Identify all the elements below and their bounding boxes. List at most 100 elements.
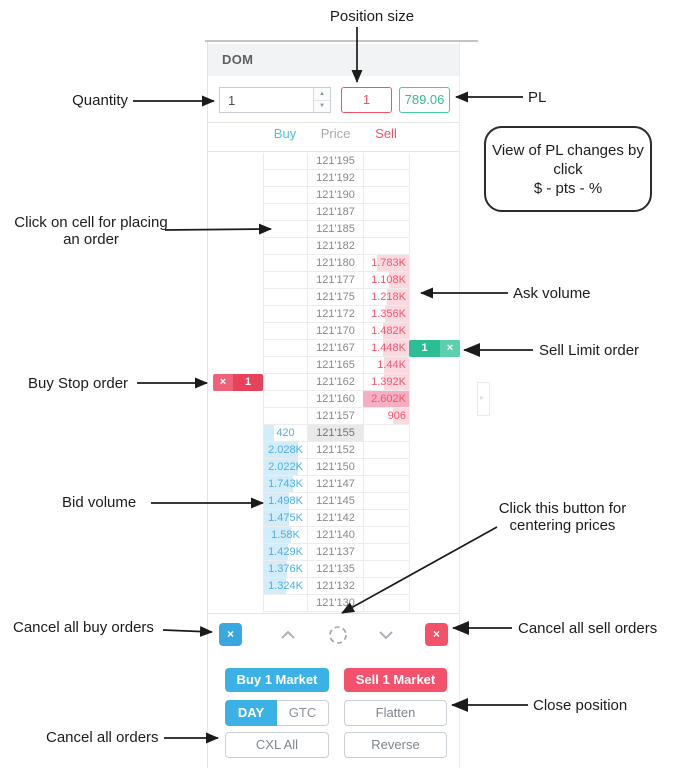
quantity-up-icon[interactable]: ▲ xyxy=(314,88,330,101)
price-cell[interactable]: 121'130 xyxy=(308,595,364,611)
ask-cell[interactable] xyxy=(364,476,410,492)
bid-cell[interactable] xyxy=(264,255,308,271)
cancel-all-buy-orders-button[interactable]: × xyxy=(219,623,242,646)
bid-cell[interactable]: 1.429K xyxy=(264,544,308,560)
ask-cell[interactable] xyxy=(364,153,410,169)
bid-cell[interactable]: 1.743K xyxy=(264,476,308,492)
price-cell[interactable]: 121'142 xyxy=(308,510,364,526)
ask-cell[interactable] xyxy=(364,221,410,237)
ask-cell[interactable] xyxy=(364,187,410,203)
ask-cell[interactable] xyxy=(364,238,410,254)
bid-cell[interactable] xyxy=(264,408,308,424)
bid-cell[interactable]: 2.022K xyxy=(264,459,308,475)
bid-cell[interactable] xyxy=(264,238,308,254)
price-cell[interactable]: 121'167 xyxy=(308,340,364,356)
bid-cell[interactable] xyxy=(264,187,308,203)
ask-cell[interactable] xyxy=(364,544,410,560)
price-cell[interactable]: 121'145 xyxy=(308,493,364,509)
price-cell[interactable]: 121'195 xyxy=(308,153,364,169)
bid-cell[interactable] xyxy=(264,374,308,390)
ask-cell[interactable]: 1.448K xyxy=(364,340,410,356)
cancel-order-icon[interactable]: × xyxy=(213,374,233,391)
quantity-field[interactable]: ▲ ▼ xyxy=(219,87,331,113)
bid-cell[interactable] xyxy=(264,323,308,339)
bid-cell[interactable] xyxy=(264,595,308,611)
ask-cell[interactable]: 1.44K xyxy=(364,357,410,373)
price-cell[interactable]: 121'132 xyxy=(308,578,364,594)
price-cell[interactable]: 121'182 xyxy=(308,238,364,254)
bid-cell[interactable] xyxy=(264,357,308,373)
ask-cell[interactable] xyxy=(364,527,410,543)
bid-cell[interactable] xyxy=(264,170,308,186)
price-cell[interactable]: 121'180 xyxy=(308,255,364,271)
price-cell[interactable]: 121'140 xyxy=(308,527,364,543)
price-cell[interactable]: 121'152 xyxy=(308,442,364,458)
ask-cell[interactable] xyxy=(364,578,410,594)
price-cell[interactable]: 121'147 xyxy=(308,476,364,492)
pl-value[interactable]: 789.06 xyxy=(399,87,450,113)
price-cell[interactable]: 121'190 xyxy=(308,187,364,203)
ask-cell[interactable] xyxy=(364,510,410,526)
bid-cell[interactable]: 1.475K xyxy=(264,510,308,526)
cancel-all-sell-orders-button[interactable]: × xyxy=(425,623,448,646)
bid-cell[interactable] xyxy=(264,340,308,356)
ask-cell[interactable]: 1.783K xyxy=(364,255,410,271)
price-cell[interactable]: 121'162 xyxy=(308,374,364,390)
tif-gtc-button[interactable]: GTC xyxy=(277,700,329,726)
bid-cell[interactable] xyxy=(264,272,308,288)
price-cell[interactable]: 121'177 xyxy=(308,272,364,288)
bid-cell[interactable] xyxy=(264,204,308,220)
ask-cell[interactable]: 2.602K xyxy=(363,391,410,407)
bid-cell[interactable] xyxy=(264,221,308,237)
center-prices-button[interactable] xyxy=(327,624,349,646)
price-cell[interactable]: 121'135 xyxy=(308,561,364,577)
bid-cell[interactable]: 1.498K xyxy=(264,493,308,509)
bid-cell[interactable]: 420 xyxy=(264,425,308,441)
quantity-down-icon[interactable]: ▼ xyxy=(314,100,330,112)
price-cell[interactable]: 121'137 xyxy=(308,544,364,560)
price-cell[interactable]: 121'160 xyxy=(308,391,364,407)
price-cell[interactable]: 121'175 xyxy=(308,289,364,305)
quantity-stepper[interactable]: ▲ ▼ xyxy=(313,88,330,112)
price-cell[interactable]: 121'192 xyxy=(308,170,364,186)
bid-cell[interactable] xyxy=(264,391,308,407)
sell-market-button[interactable]: Sell 1 Market xyxy=(344,668,447,692)
price-cell[interactable]: 121'157 xyxy=(308,408,364,424)
bid-cell[interactable]: 1.324K xyxy=(264,578,308,594)
buy-stop-order-marker[interactable]: ×1 xyxy=(213,374,263,391)
ask-cell[interactable]: 906 xyxy=(364,408,410,424)
bid-cell[interactable] xyxy=(264,153,308,169)
reverse-button[interactable]: Reverse xyxy=(344,732,447,758)
bid-cell[interactable]: 1.376K xyxy=(264,561,308,577)
ask-cell[interactable] xyxy=(364,459,410,475)
ask-cell[interactable]: 1.392K xyxy=(364,374,410,390)
cancel-order-icon[interactable]: × xyxy=(440,340,460,357)
ask-cell[interactable] xyxy=(364,595,410,611)
ask-cell[interactable] xyxy=(364,442,410,458)
quantity-input[interactable] xyxy=(220,88,313,112)
ask-cell[interactable] xyxy=(364,204,410,220)
buy-market-button[interactable]: Buy 1 Market xyxy=(225,668,329,692)
ask-cell[interactable] xyxy=(364,493,410,509)
tif-day-button[interactable]: DAY xyxy=(225,700,277,726)
bid-cell[interactable]: 2.028K xyxy=(264,442,308,458)
bid-cell[interactable] xyxy=(264,306,308,322)
sell-limit-order-marker[interactable]: 1× xyxy=(409,340,460,357)
price-cell[interactable]: 121'165 xyxy=(308,357,364,373)
scroll-up-icon[interactable] xyxy=(280,628,296,640)
flatten-button[interactable]: Flatten xyxy=(344,700,447,726)
ask-cell[interactable]: 1.218K xyxy=(364,289,410,305)
price-cell[interactable]: 121'150 xyxy=(308,459,364,475)
price-cell[interactable]: 121'185 xyxy=(308,221,364,237)
ask-cell[interactable]: 1.482K xyxy=(364,323,410,339)
ask-cell[interactable] xyxy=(364,170,410,186)
bid-cell[interactable]: 1.58K xyxy=(264,527,308,543)
ask-cell[interactable]: 1.108K xyxy=(364,272,410,288)
scroll-down-icon[interactable] xyxy=(378,628,394,640)
ask-cell[interactable]: 1.356K xyxy=(364,306,410,322)
price-cell[interactable]: 121'172 xyxy=(308,306,364,322)
ask-cell[interactable] xyxy=(364,425,410,441)
ask-cell[interactable] xyxy=(364,561,410,577)
price-cell[interactable]: 121'187 xyxy=(308,204,364,220)
price-cell[interactable]: 121'170 xyxy=(308,323,364,339)
